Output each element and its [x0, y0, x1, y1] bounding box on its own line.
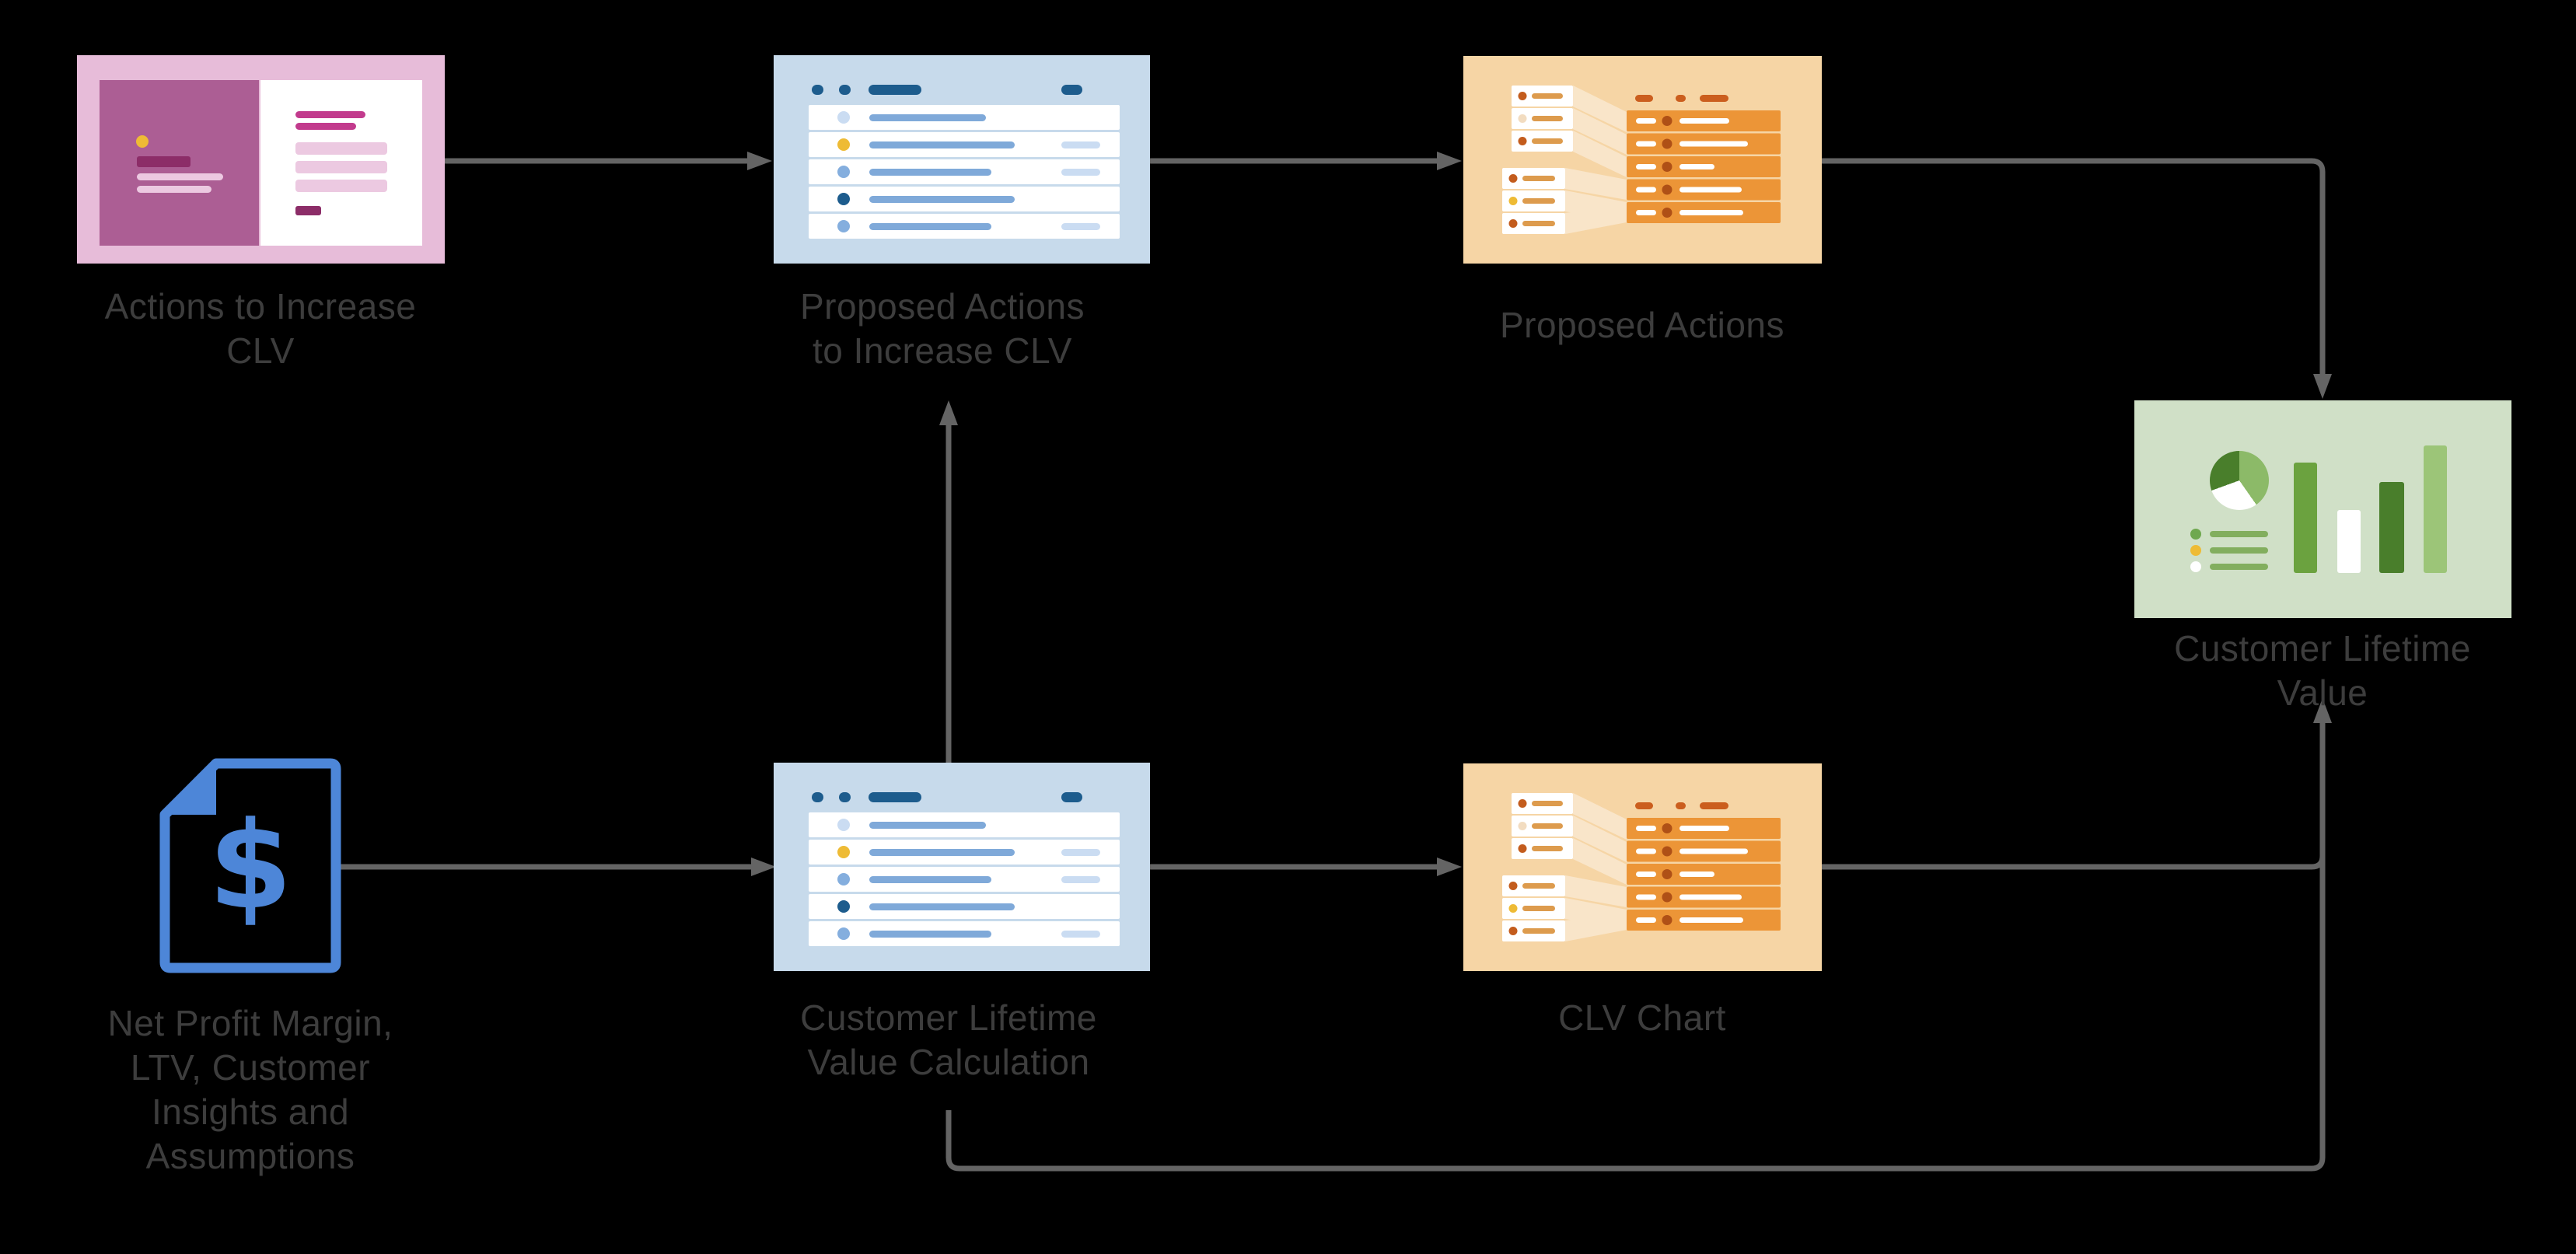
- edge-calculation-to-clv: [945, 723, 2326, 1172]
- table-rows: [1627, 110, 1781, 223]
- title-bar: [137, 156, 190, 167]
- bar-chart-bar: [2379, 482, 2404, 573]
- mapping-beams: [1565, 793, 1627, 941]
- node-proposed-actions-to-increase-clv: [774, 55, 1150, 264]
- pie-chart-icon: [2210, 451, 2269, 510]
- arrowhead-right-icon: [1437, 858, 1462, 876]
- text-block: [295, 180, 387, 192]
- mapping-table-icon: [1502, 86, 1781, 234]
- task-list-icon: [774, 792, 1150, 803]
- task-list-icon: [774, 85, 1150, 96]
- bar-chart-bar: [2337, 510, 2361, 573]
- node-customer-lifetime-value: [2134, 400, 2511, 618]
- node-label-proposed-actions-to-increase-clv: Proposed Actions to Increase CLV: [799, 286, 1085, 371]
- task-rows: [809, 105, 1120, 241]
- presentation-card-icon: [100, 80, 259, 246]
- task-row: [809, 187, 1120, 211]
- task-row: [809, 840, 1120, 865]
- task-row: [809, 812, 1120, 837]
- document-outline: [159, 758, 341, 973]
- task-row: [809, 214, 1120, 239]
- edge-proposed-table-to-clv: [1822, 158, 2326, 374]
- text-line: [295, 123, 356, 130]
- text-line: [295, 111, 365, 118]
- bullet-dot: [136, 135, 149, 148]
- text-line: [137, 173, 223, 180]
- text-block: [295, 161, 387, 173]
- node-label-actions-to-increase-clv: Actions to Increase CLV: [104, 286, 417, 371]
- table-rows: [1627, 818, 1781, 931]
- mapping-beams: [1565, 86, 1627, 234]
- task-row: [809, 921, 1120, 946]
- source-cards: [1502, 86, 1573, 234]
- task-row: [809, 867, 1120, 892]
- dollar-sign: $: [208, 795, 292, 936]
- header-dot: [839, 85, 851, 95]
- arrowhead-right-icon: [747, 152, 772, 170]
- header-dot: [812, 792, 823, 802]
- mapping-table-icon: [1502, 793, 1781, 941]
- node-label-proposed-actions: Proposed Actions: [1499, 305, 1784, 345]
- task-row: [809, 159, 1120, 184]
- bar-chart-bar: [2424, 445, 2447, 573]
- text-line: [295, 206, 321, 215]
- header-dot: [812, 85, 823, 95]
- header-dot: [839, 792, 851, 802]
- arrowhead-up-icon: [2313, 698, 2332, 723]
- node-clv-chart: [1463, 763, 1822, 971]
- source-cards: [1502, 793, 1573, 941]
- dollar-document-icon: $: [159, 758, 341, 973]
- header-bar: [1061, 792, 1082, 802]
- task-rows: [809, 812, 1120, 948]
- folded-corner: [165, 763, 216, 815]
- header-bar: [1061, 85, 1082, 95]
- node-actions-to-increase-clv: [77, 55, 445, 264]
- text-line: [137, 186, 211, 193]
- node-label-clv-chart: CLV Chart: [1558, 997, 1726, 1038]
- node-proposed-actions: [1463, 56, 1822, 264]
- arrowhead-up-icon: [939, 400, 958, 425]
- node-label-customer-lifetime-value-calculation: Customer Lifetime Value Calculation: [800, 997, 1097, 1082]
- header-bar: [869, 792, 921, 802]
- task-row: [809, 132, 1120, 157]
- table-header: [1635, 802, 1728, 809]
- table-header: [1635, 95, 1728, 102]
- arrowhead-right-icon: [751, 858, 776, 876]
- node-label-net-profit-inputs: Net Profit Margin, LTV, Customer Insight…: [107, 1003, 393, 1176]
- edge-clv-chart-to-clv: [1822, 824, 2326, 870]
- bar-chart-bar: [2294, 463, 2317, 573]
- arrowhead-down-icon: [2313, 374, 2332, 399]
- node-customer-lifetime-value-calculation: [774, 763, 1150, 971]
- task-row: [809, 105, 1120, 130]
- document-page: [260, 80, 422, 246]
- node-net-profit-inputs: $: [159, 758, 341, 973]
- text-block: [295, 142, 387, 155]
- arrowhead-right-icon: [1437, 152, 1462, 170]
- node-label-customer-lifetime-value: Customer Lifetime Value: [2174, 628, 2471, 713]
- header-bar: [869, 85, 921, 95]
- task-row: [809, 894, 1120, 919]
